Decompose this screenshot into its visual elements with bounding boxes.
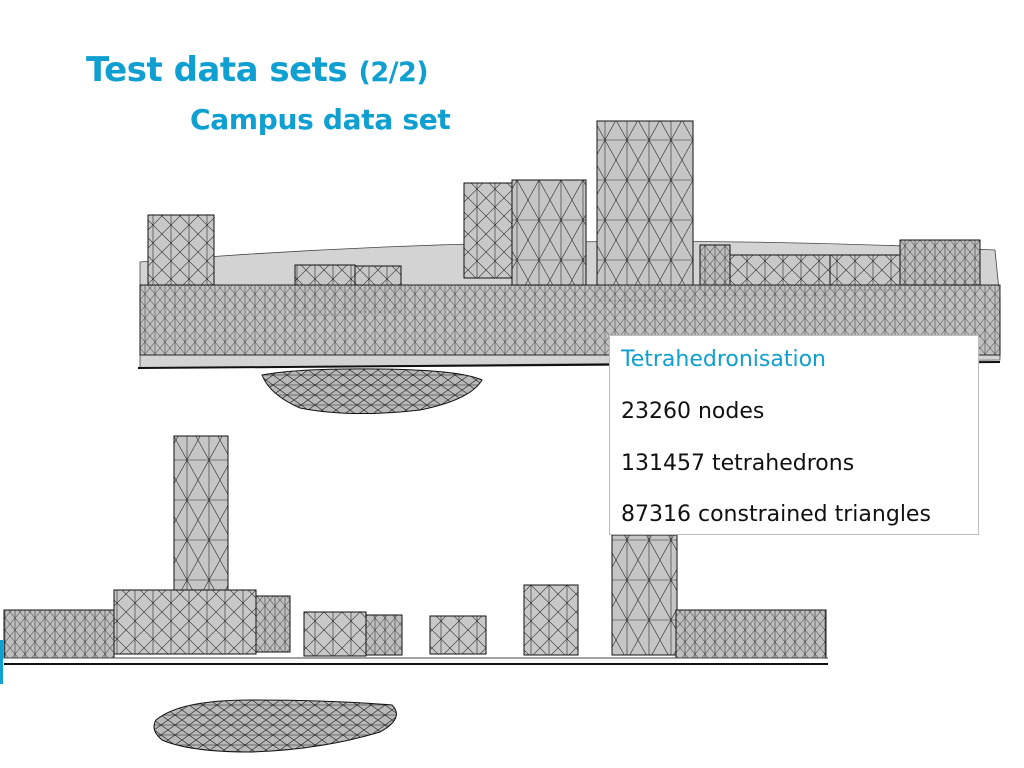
building-block [511, 179, 587, 286]
node-count: 23260 nodes [621, 399, 765, 424]
building-block [303, 611, 367, 657]
title-part-number: (2/2) [358, 57, 429, 88]
building-tower [173, 435, 229, 595]
building-block [113, 589, 257, 655]
slide-subtitle: Campus data set [190, 103, 451, 136]
building-block [523, 584, 579, 656]
slide-accent-bar [0, 640, 3, 684]
building-block [429, 615, 487, 655]
building-block [147, 214, 215, 286]
building-block [899, 239, 981, 286]
building-block [255, 595, 291, 653]
tetrahedron-count: 131457 tetrahedrons [621, 451, 855, 476]
terrain-mesh [153, 699, 397, 753]
campus-top-view [137, 120, 1001, 415]
campus-bottom-view [3, 435, 828, 753]
building-strip [3, 609, 115, 659]
triangle-count: 87316 constrained triangles [621, 502, 931, 527]
title-text: Test data sets [86, 50, 348, 90]
statistics-box: Tetrahedronisation 23260 nodes 131457 te… [609, 335, 979, 535]
slide-title: Test data sets (2/2) [86, 50, 429, 90]
statistics-heading: Tetrahedronisation [621, 347, 826, 372]
terrain-mesh [261, 368, 483, 415]
building-strip [675, 609, 827, 659]
building-block [365, 614, 403, 656]
building-tower [611, 534, 678, 656]
building-tower [596, 120, 694, 302]
building-block [463, 182, 513, 279]
